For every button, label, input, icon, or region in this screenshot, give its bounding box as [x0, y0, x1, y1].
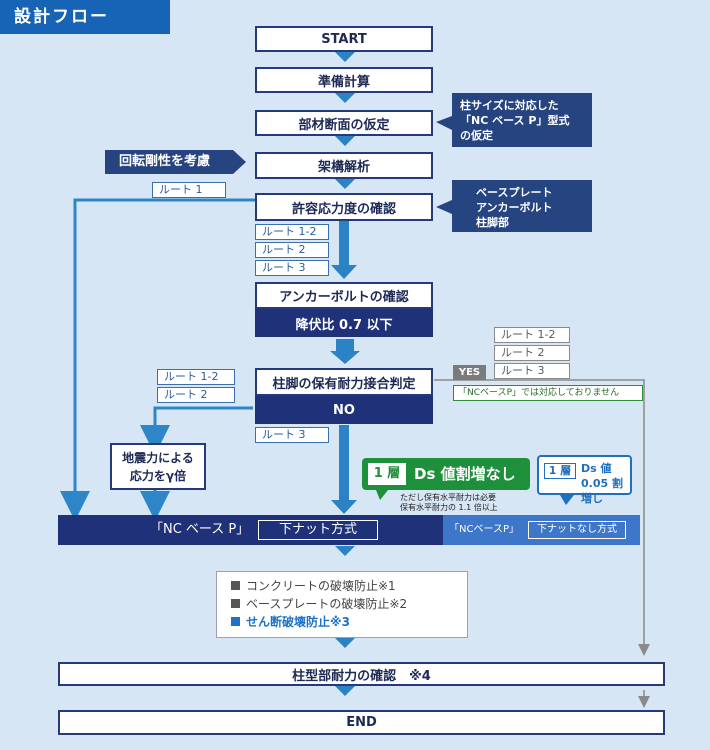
- route-1-2-line: [140, 406, 253, 455]
- page-title: 設計フロー: [0, 0, 170, 34]
- route-tag-3: ルート 3: [255, 260, 329, 276]
- allowable-stress-box: 許容応力度の確認: [255, 193, 433, 221]
- judgment-box: 柱脚の保有耐力接合判定: [255, 368, 433, 396]
- frame-analysis-box: 架構解析: [255, 152, 433, 179]
- start-box: START: [255, 26, 433, 52]
- anchor-bolt-box: アンカーボルトの確認: [255, 282, 433, 309]
- section-callout: 柱サイズに対応した 「NC ベース P」型式 の仮定: [452, 93, 592, 147]
- gray-route-tag-2: ルート 2: [494, 345, 570, 361]
- nc-base-label-right: 「NCベースP」: [449, 524, 519, 535]
- not-supported-note: 「NCベースP」では対応しておりません: [453, 385, 643, 401]
- nc-base-nut-bar: 「NC ベース P」 下ナット方式: [58, 515, 443, 545]
- gray-route-tag-3: ルート 3: [494, 363, 570, 379]
- arrow-to-base-bar: [331, 425, 357, 514]
- route-tag-3-lower: ルート 3: [255, 427, 329, 443]
- left-route-tag-1-2: ルート 1-2: [157, 369, 235, 385]
- nc-base-label: 「NC ベース P」: [150, 522, 250, 537]
- flow-arrows: [330, 52, 360, 696]
- ds-increase-text: Ds 値 0.05 割増し: [581, 462, 623, 505]
- route-1-line: [60, 198, 255, 521]
- capacity-note: ただし保有水平耐力は必要 保有水平耐力の 1.1 倍以上: [400, 493, 498, 512]
- yes-line: [434, 379, 650, 656]
- route-tag-1-2: ルート 1-2: [255, 224, 329, 240]
- one-layer-chip-blue: 1 層: [544, 463, 576, 479]
- no-ds-increase-badge: 1 層 Ds 値割増なし: [362, 458, 530, 490]
- yield-ratio-box: 降伏比 0.7 以下: [255, 309, 433, 337]
- lower-nut-method: 下ナット方式: [258, 520, 378, 540]
- left-route-tag-2: ルート 2: [157, 387, 235, 403]
- arrow-to-anchor: [331, 221, 357, 279]
- no-lower-nut-method: 下ナットなし方式: [528, 521, 626, 539]
- bullet-square-icon: [231, 599, 240, 608]
- nc-base-no-nut-bar: 「NCベースP」 下ナットなし方式: [443, 515, 640, 545]
- end-box: END: [58, 710, 665, 735]
- failure-prevention-list: コンクリートの破壊防止※1 ベースプレートの破壊防止※2 せん断破壊防止※3: [216, 571, 468, 638]
- yes-label: YES: [453, 365, 486, 380]
- section-assumption-box: 部材断面の仮定: [255, 110, 433, 136]
- route-tag-2: ルート 2: [255, 242, 329, 258]
- route-tag-1: ルート 1: [152, 182, 226, 198]
- seismic-gamma-box: 地震力による 応力をγ倍: [110, 443, 206, 490]
- prep-calc-box: 準備計算: [255, 67, 433, 93]
- note-item-baseplate: ベースプレートの破壊防止※2: [231, 595, 453, 613]
- one-layer-chip: 1 層: [368, 463, 406, 485]
- column-strength-box: 柱型部耐力の確認 ※4: [58, 662, 665, 686]
- gray-route-tag-1-2: ルート 1-2: [494, 327, 570, 343]
- rotation-stiffness-tag: 回転剛性を考慮: [119, 154, 211, 169]
- ds-increase-badge: 1 層 Ds 値 0.05 割増し: [537, 455, 632, 505]
- note-item-shear: せん断破壊防止※3: [231, 613, 453, 631]
- no-ds-increase-text: Ds 値割増なし: [414, 465, 516, 483]
- note-item-concrete: コンクリートの破壊防止※1: [231, 577, 453, 595]
- bullet-square-icon: [231, 617, 240, 626]
- bullet-square-icon: [231, 581, 240, 590]
- parts-callout: ベースプレート アンカーボルト 柱脚部: [452, 180, 592, 232]
- judgment-no-box: NO: [255, 396, 433, 424]
